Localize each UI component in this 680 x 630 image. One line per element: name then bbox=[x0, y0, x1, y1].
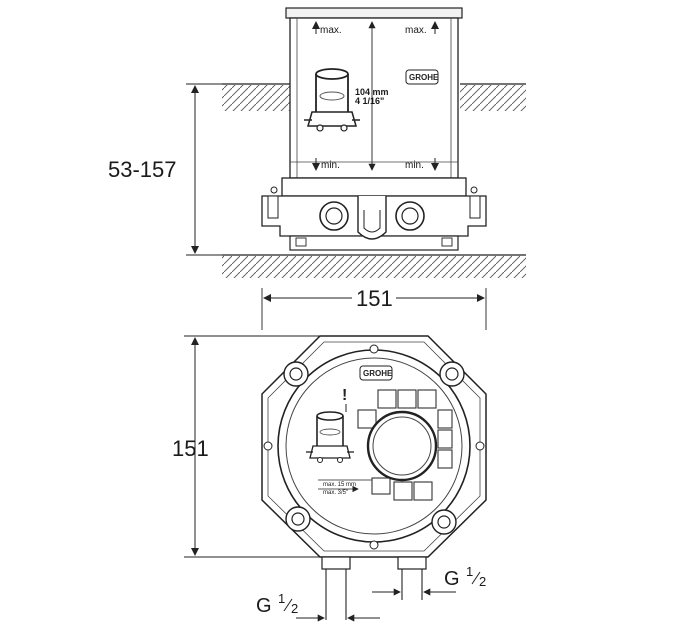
brand-text: GROHE bbox=[409, 73, 439, 82]
thread-label-right: G 1 2 bbox=[372, 564, 486, 596]
upper-ground-hatch bbox=[222, 83, 526, 111]
inner-dim-mm: 104 mm bbox=[355, 87, 389, 97]
warning-marker: ! bbox=[342, 387, 347, 412]
min-label-left: min. bbox=[321, 160, 340, 171]
brand-logo: GROHE bbox=[405, 69, 439, 85]
max-min-markers: max. max. min. min. bbox=[312, 21, 439, 171]
plan-brand-logo: GROHE bbox=[359, 365, 393, 381]
warning-icon: ! bbox=[342, 387, 347, 404]
max-in-label: max. 3/5" bbox=[323, 490, 348, 496]
thread-bottom-base: G bbox=[256, 595, 272, 617]
thread-right-base: G bbox=[444, 568, 460, 590]
max-label-right: max. bbox=[405, 25, 427, 36]
width-dim-label: 151 bbox=[356, 286, 393, 311]
plan-brand-text: GROHE bbox=[363, 369, 393, 378]
inner-dim-in: 4 1/16" bbox=[355, 96, 384, 106]
plan-valve-pictogram bbox=[306, 411, 354, 463]
inner-grid bbox=[357, 389, 453, 501]
max-depth-note: max. 15 mm max. 3/5" bbox=[318, 479, 372, 496]
thread-right-num: 1 bbox=[466, 564, 473, 579]
plan-view: 151 151 bbox=[172, 286, 487, 622]
plan-height-dim-label: 151 bbox=[172, 436, 209, 461]
height-dim-label: 53-157 bbox=[108, 157, 177, 182]
thread-bottom-num: 1 bbox=[278, 591, 285, 606]
thread-right-den: 2 bbox=[479, 574, 486, 589]
height-dimension: 53-157 bbox=[108, 83, 222, 256]
valve-pictogram bbox=[304, 68, 360, 132]
thread-label-bottom: G 1 2 bbox=[256, 591, 380, 622]
inner-dimension: 104 mm 4 1/16" bbox=[355, 21, 389, 171]
min-label-right: min. bbox=[405, 160, 424, 171]
width-dimension: 151 bbox=[261, 286, 487, 330]
valve-port bbox=[366, 410, 438, 482]
elevation-view: max. max. min. min. 104 mm 4 1/16" bbox=[108, 7, 526, 278]
mounting-base bbox=[261, 177, 487, 251]
max-mm-label: max. 15 mm bbox=[323, 482, 356, 488]
lower-ground-hatch bbox=[222, 254, 526, 278]
thread-bottom-den: 2 bbox=[291, 601, 298, 616]
max-label-left: max. bbox=[320, 25, 342, 36]
outlet-pipes bbox=[321, 556, 427, 620]
